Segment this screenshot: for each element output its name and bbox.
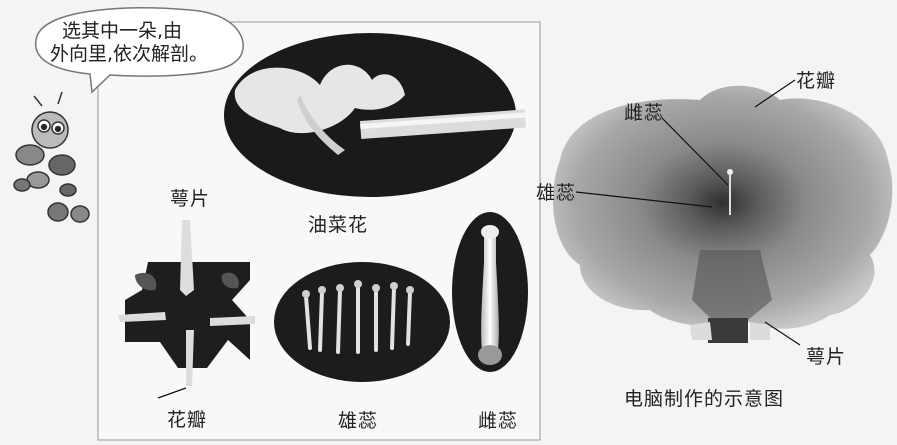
flower-name-label: 油菜花	[308, 210, 368, 237]
pistil-label-left: 雌蕊	[478, 406, 518, 433]
sepal-label-right: 萼片	[806, 342, 846, 369]
stamen-label-left: 雄蕊	[338, 406, 378, 433]
computer-flower-diagram	[553, 86, 892, 343]
bubble-line-1: 选其中一朵,由	[62, 20, 182, 42]
petal-label-right: 花瓣	[796, 66, 836, 93]
bubble-line-2: 外向里,依次解剖。	[50, 43, 208, 65]
diagram-caption: 电脑制作的示意图	[624, 384, 784, 411]
pistil-label-right: 雌蕊	[624, 98, 664, 125]
stamens-photo	[274, 262, 450, 382]
pistil-photo	[452, 212, 528, 372]
sepal-label-left: 萼片	[170, 184, 210, 211]
stamen-label-right: 雄蕊	[536, 178, 576, 205]
bee-mascot-icon	[14, 92, 89, 222]
petal-label-left: 花瓣	[167, 405, 207, 432]
